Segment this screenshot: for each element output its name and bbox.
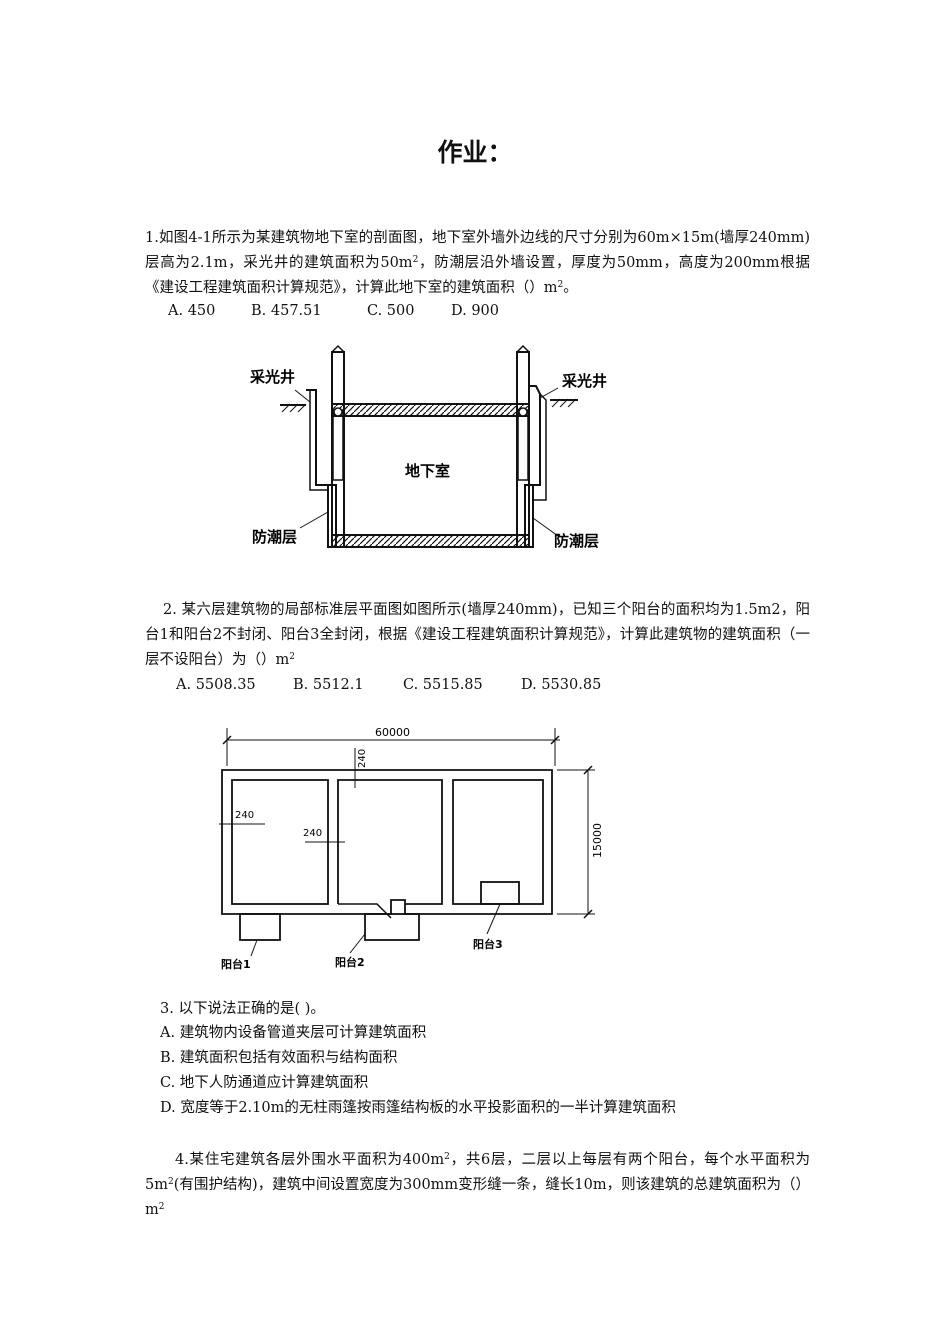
q4-sup-c: 2	[158, 1202, 165, 1212]
q3-option-c: C. 地下人防通道应计算建筑面积	[160, 1075, 369, 1091]
question-4-text: 4.某住宅建筑各层外围水平面积为400m2，共6层，二层以上每层有两个阳台，每个…	[145, 1148, 810, 1223]
q4-sup-a: 2	[444, 1152, 450, 1162]
label-right-light-well: 采光井	[561, 372, 607, 390]
q4-text-c: (有围护结构)，建筑中间设置宽度为300mm变形缝一条，缝长10m，则该建筑的总…	[145, 1177, 810, 1218]
q4-text-b: ，共6层，二层以上每层有两个阳台，每个水平面积为5m	[145, 1152, 810, 1193]
question-2-options: A. 5508.35 B. 5512.1 C. 5515.85 D. 5530.85	[176, 673, 601, 697]
basement-section-figure: 采光井 采光井 地下室 防潮层 防潮层	[249, 344, 607, 550]
dim-total-length: 60000	[375, 726, 410, 739]
dim-wall-mid: 240	[303, 828, 322, 839]
label-balcony-2: 阳台2	[335, 955, 365, 969]
q4-sup-b: 2	[167, 1177, 174, 1187]
q2-option-b: B. 5512.1	[293, 677, 364, 693]
label-left-damp-layer: 防潮层	[252, 528, 297, 546]
q1-option-b: B. 457.51	[251, 303, 322, 319]
question-1-options: A. 450 B. 457.51 C. 500 D. 900	[168, 299, 499, 323]
question-2-text: 2. 某六层建筑物的局部标准层平面图如图所示(墙厚240mm)，已知三个阳台的面…	[145, 598, 810, 673]
q3-option-a: A. 建筑物内设备管道夹层可计算建筑面积	[160, 1025, 427, 1041]
label-basement: 地下室	[405, 462, 450, 480]
q2-option-a: A. 5508.35	[176, 677, 256, 693]
q1-sup-b: 2	[557, 280, 564, 290]
dim-wall-left: 240	[235, 810, 254, 821]
q1-text-a: 1.如图4-1所示为某建筑物地下室的剖面图，地下室外墙外边线的尺寸分别为60m×…	[145, 230, 810, 271]
q1-text-b: ，防潮层沿外墙设置，厚度为50mm，高度为200mm根据《建设工程建筑面积计算规…	[145, 255, 810, 296]
label-left-light-well: 采光井	[249, 368, 295, 386]
label-balcony-3: 阳台3	[473, 937, 503, 951]
q3-option-b: B. 建筑面积包括有效面积与结构面积	[160, 1050, 398, 1066]
q1-text-c: 。	[563, 280, 578, 296]
dim-total-width: 15000	[591, 823, 604, 858]
q2-text: 2. 某六层建筑物的局部标准层平面图如图所示(墙厚240mm)，已知三个阳台的面…	[145, 602, 810, 668]
q1-option-c: C. 500	[367, 303, 415, 319]
q2-option-c: C. 5515.85	[403, 677, 483, 693]
q3-option-d: D. 宽度等于2.10m的无柱雨篷按雨篷结构板的水平投影面积的一半计算建筑面积	[160, 1100, 676, 1116]
floor-plan-figure: 60000 15000 240 240 240 阳台1 阳台2 阳台3	[219, 726, 604, 971]
question-3-stem: 3. 以下说法正确的是( )。	[160, 1001, 325, 1017]
q2-sup: 2	[289, 652, 295, 662]
dim-wall-top: 240	[357, 749, 368, 768]
q1-sup-a: 2	[412, 255, 419, 265]
q4-text-a: 4.某住宅建筑各层外围水平面积为400m	[175, 1152, 445, 1168]
q1-option-d: D. 900	[451, 303, 500, 319]
label-balcony-1: 阳台1	[221, 957, 251, 971]
label-right-damp-layer: 防潮层	[554, 532, 599, 550]
q1-option-a: A. 450	[168, 303, 216, 319]
q2-option-d: D. 5530.85	[521, 677, 602, 693]
question-1-text: 1.如图4-1所示为某建筑物地下室的剖面图，地下室外墙外边线的尺寸分别为60m×…	[145, 226, 810, 301]
page-title: 作业：	[437, 138, 513, 167]
